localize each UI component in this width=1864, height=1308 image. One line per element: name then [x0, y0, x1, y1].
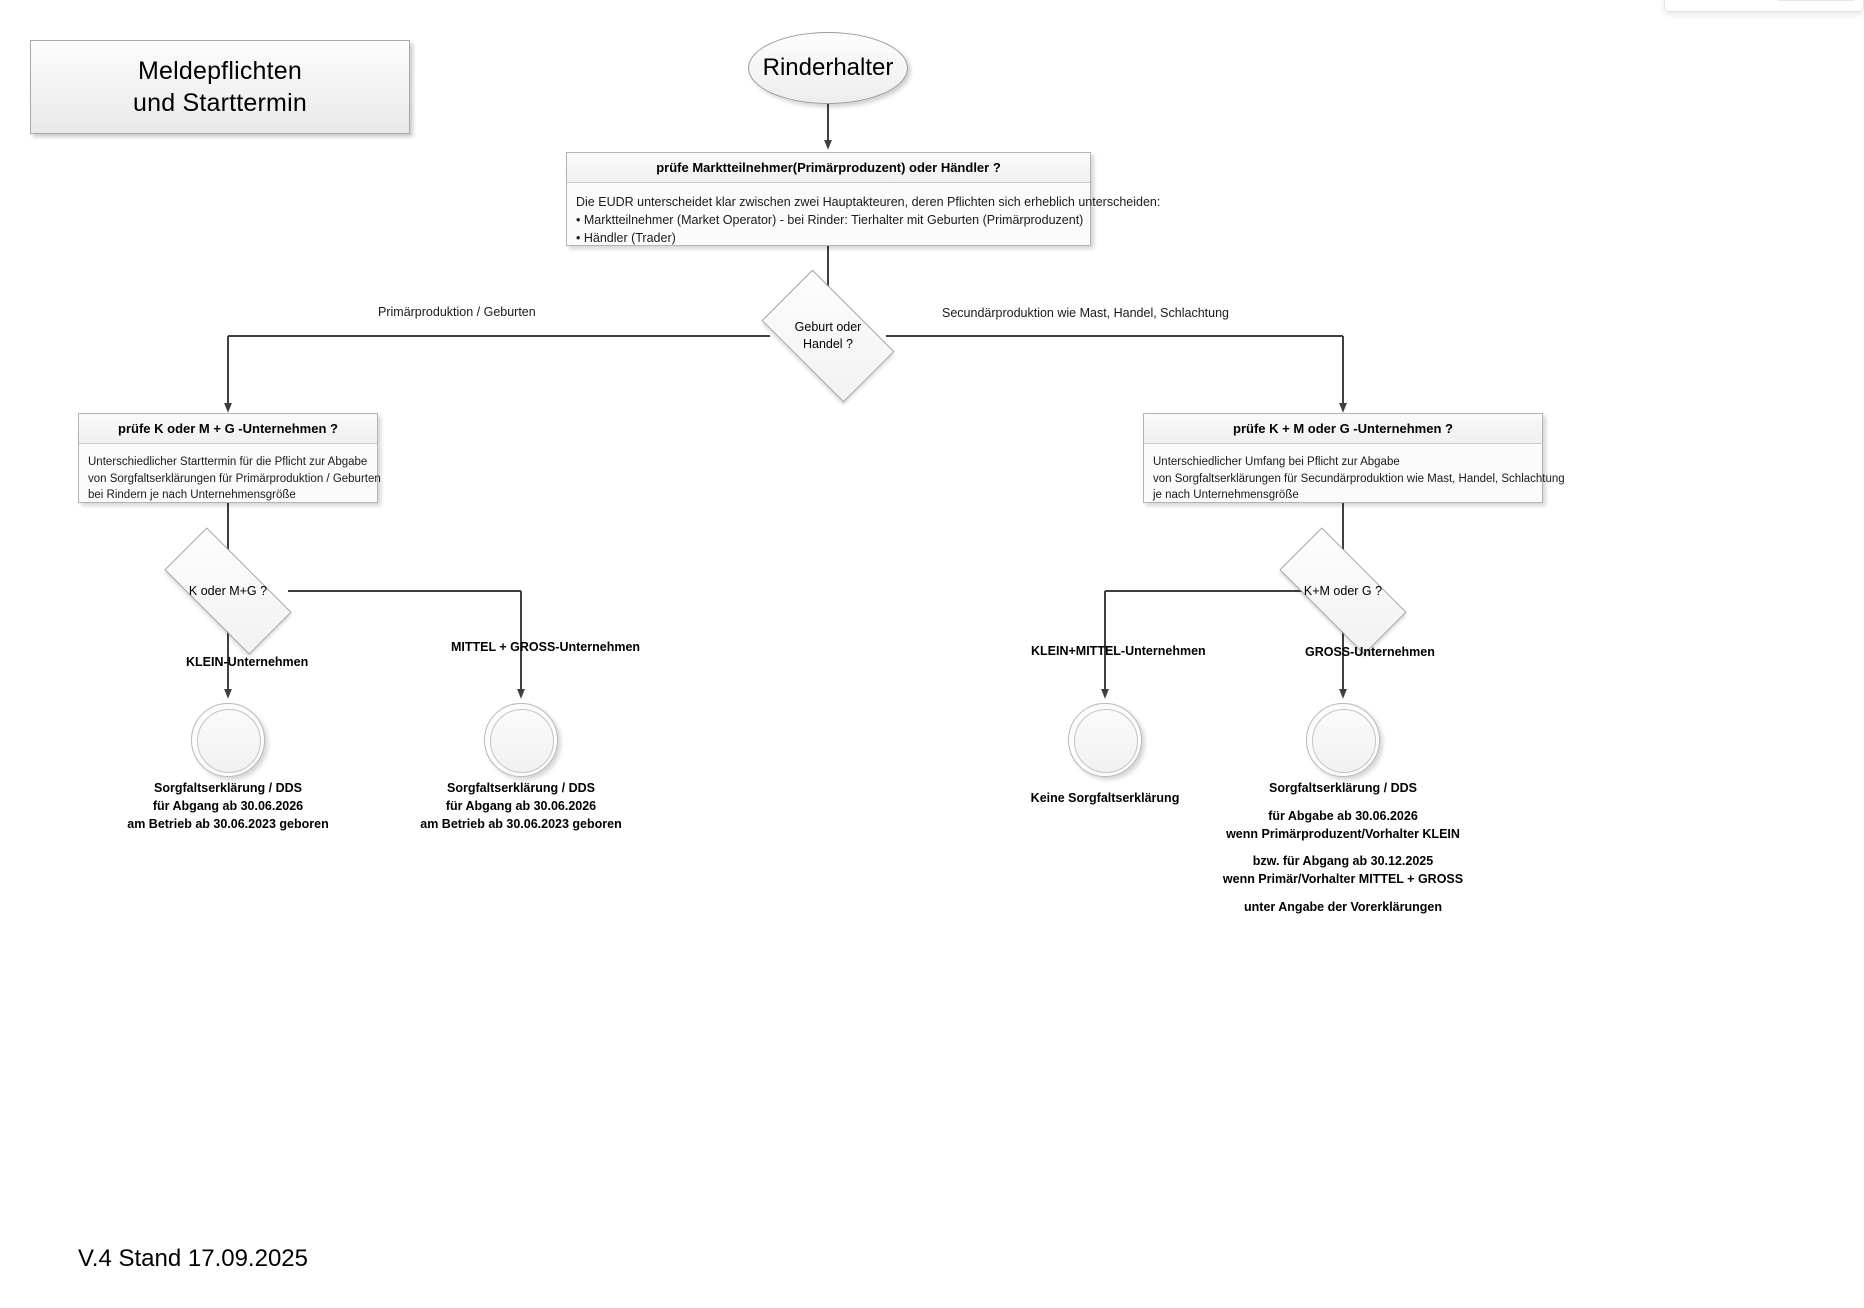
- diagram-title-plate: Meldepflichten und Starttermin: [30, 40, 410, 134]
- caption-spacer: [1183, 843, 1503, 853]
- caption-spacer: [1183, 889, 1503, 899]
- decision-km-oder-g-label: K+M oder G ?: [1303, 583, 1383, 598]
- process-body-line-1: Die EUDR unterscheidet klar zwischen zwe…: [576, 195, 1161, 209]
- start-node-rinderhalter[interactable]: Rinderhalter: [748, 32, 908, 104]
- end-right-gross-line-1: Sorgfaltserklärung / DDS: [1269, 781, 1417, 795]
- caption-spacer: [1183, 798, 1503, 808]
- version-footer: V.4 Stand 17.09.2025: [78, 1245, 308, 1272]
- end-right-gross-line-2: für Abgabe ab 30.06.2026: [1268, 808, 1418, 823]
- decision-k-oder-mg-label: K oder M+G ?: [188, 583, 268, 598]
- decision-geburt-oder-handel-label: Geburt oder Handel ?: [795, 319, 862, 353]
- process-box-marktteilnehmer-body: Die EUDR unterscheidet klar zwischen zwe…: [567, 183, 1161, 256]
- process-right-body-line-3: je nach Unternehmensgröße: [1153, 489, 1299, 502]
- decision-label-line-1: Geburt oder: [794, 320, 862, 335]
- process-box-km-oder-g[interactable]: prüfe K + M oder G -Unternehmen ? Unters…: [1143, 413, 1565, 503]
- process-box-km-oder-g-header: prüfe K + M oder G -Unternehmen ?: [1144, 414, 1542, 444]
- process-left-body-line-3: bei Rindern je nach Unternehmensgröße: [88, 489, 296, 502]
- end-right-gross-line-4: bzw. für Abgang ab 30.12.2025: [1252, 854, 1434, 869]
- overlay-input-field[interactable]: [1777, 0, 1855, 1]
- branch-label-klein-mittel-unternehmen: KLEIN+MITTEL-Unternehmen: [1031, 644, 1206, 658]
- process-right-body-line-2: von Sorgfaltserklärungen für Secundärpro…: [1153, 472, 1565, 485]
- end-node-left-klein[interactable]: [191, 703, 265, 777]
- process-left-body-line-2: von Sorgfaltserklärungen für Primärprodu…: [88, 472, 381, 485]
- edge-label-primaerproduktion: Primärproduktion / Geburten: [378, 305, 536, 319]
- process-box-marktteilnehmer-header: prüfe Marktteilnehmer(Primärproduzent) o…: [567, 153, 1090, 183]
- process-box-km-oder-g-body: Unterschiedlicher Umfang bei Pflicht zur…: [1144, 444, 1565, 513]
- end-left-mittelgross-line-1: Sorgfaltserklärung / DDS: [447, 781, 595, 795]
- end-caption-right-kleinmittel: Keine Sorgfaltserklärung: [965, 790, 1245, 808]
- decision-label-line-2: Handel ?: [802, 337, 854, 351]
- branch-label-klein-unternehmen: KLEIN-Unternehmen: [186, 655, 309, 669]
- process-box-k-oder-mg-header: prüfe K oder M + G -Unternehmen ?: [79, 414, 377, 444]
- edge-label-secundaerproduktion: Secundärproduktion wie Mast, Handel, Sch…: [942, 306, 1229, 320]
- end-caption-right-gross: Sorgfaltserklärung / DDS für Abgabe ab 3…: [1183, 780, 1503, 917]
- process-body-line-3: • Händler (Trader): [576, 231, 676, 246]
- end-left-klein-line-2: für Abgang ab 30.06.2026: [152, 798, 304, 813]
- end-left-mittelgross-line-3: am Betrieb ab 30.06.2023 geboren: [420, 816, 622, 831]
- decision-k-oder-mg[interactable]: K oder M+G ?: [164, 527, 292, 655]
- process-box-k-oder-mg[interactable]: prüfe K oder M + G -Unternehmen ? Unters…: [78, 413, 381, 503]
- end-node-left-mittelgross[interactable]: [484, 703, 558, 777]
- decision-geburt-oder-handel[interactable]: Geburt oder Handel ?: [761, 269, 895, 403]
- branch-label-mittel-gross-unternehmen: MITTEL + GROSS-Unternehmen: [451, 640, 641, 654]
- process-box-k-oder-mg-body: Unterschiedlicher Starttermin für die Pf…: [79, 444, 381, 513]
- end-right-gross-line-3: wenn Primärproduzent/Vorhalter KLEIN: [1226, 826, 1460, 841]
- diagram-title-line-2: und Starttermin: [133, 89, 307, 117]
- end-node-right-kleinmittel[interactable]: [1068, 703, 1142, 777]
- branch-label-gross-unternehmen: GROSS-Unternehmen: [1305, 645, 1435, 659]
- end-node-right-gross[interactable]: [1306, 703, 1380, 777]
- start-node-label: Rinderhalter: [762, 54, 894, 81]
- process-left-body-line-1: Unterschiedlicher Starttermin für die Pf…: [88, 456, 368, 468]
- end-right-kleinmittel-line-1: Keine Sorgfaltserklärung: [1030, 791, 1180, 805]
- end-caption-left-klein: Sorgfaltserklärung / DDS für Abgang ab 3…: [68, 780, 388, 833]
- diagram-title-line-1: Meldepflichten: [137, 57, 302, 85]
- end-right-gross-line-6: unter Angabe der Vorerklärungen: [1244, 899, 1442, 914]
- end-caption-left-mittelgross: Sorgfaltserklärung / DDS für Abgang ab 3…: [361, 780, 681, 833]
- process-box-marktteilnehmer[interactable]: prüfe Marktteilnehmer(Primärproduzent) o…: [566, 152, 1160, 246]
- end-right-gross-line-5: wenn Primär/Vorhalter MITTEL + GROSS: [1222, 872, 1464, 886]
- end-left-klein-line-1: Sorgfaltserklärung / DDS: [154, 781, 302, 795]
- end-left-klein-line-3: am Betrieb ab 30.06.2023 geboren: [127, 816, 329, 831]
- decision-km-oder-g[interactable]: K+M oder G ?: [1279, 527, 1407, 655]
- partial-overlay-panel: ✛: [1664, 0, 1864, 12]
- process-body-line-2: • Marktteilnehmer (Market Operator) - be…: [576, 213, 1084, 228]
- end-left-mittelgross-line-2: für Abgang ab 30.06.2026: [445, 798, 597, 813]
- process-right-body-line-1: Unterschiedlicher Umfang bei Pflicht zur…: [1153, 456, 1400, 468]
